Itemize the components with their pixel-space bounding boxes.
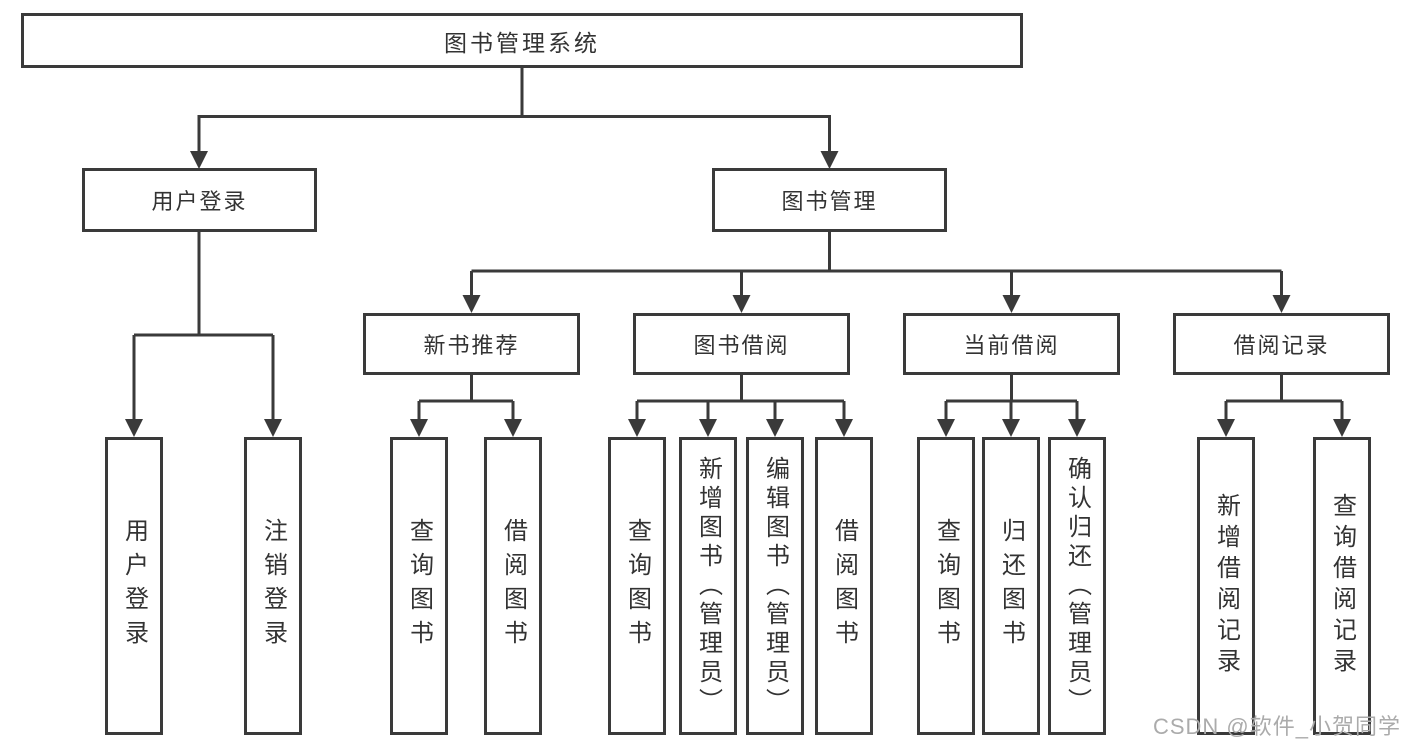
- node-current-borrow: 当前借阅: [903, 313, 1120, 375]
- leaf-recommend-query-books: 查询图书: [390, 437, 448, 735]
- leaf-borrow-books: 借阅图书: [815, 437, 873, 735]
- leaf-user-login: 用户登录: [105, 437, 163, 735]
- csdn-watermark: CSDN @软件_小贺同学: [1152, 714, 1401, 739]
- node-root-library-system: 图书管理系统: [21, 13, 1023, 68]
- leaf-add-books-admin: 新增图书（管理员）: [679, 437, 737, 735]
- node-user-login: 用户登录: [82, 168, 317, 232]
- leaf-add-borrow-record: 新增借阅记录: [1197, 437, 1255, 735]
- leaf-return-books: 归还图书: [982, 437, 1040, 735]
- node-borrow-records: 借阅记录: [1173, 313, 1390, 375]
- leaf-edit-books-admin: 编辑图书（管理员）: [746, 437, 804, 735]
- leaf-current-query-books: 查询图书: [917, 437, 975, 735]
- leaf-logout: 注销登录: [244, 437, 302, 735]
- connector-arrowheads: [125, 151, 1351, 437]
- leaf-recommend-borrow-books: 借阅图书: [484, 437, 542, 735]
- node-new-book-recommend: 新书推荐: [363, 313, 580, 375]
- node-book-management: 图书管理: [712, 168, 947, 232]
- leaf-query-borrow-record: 查询借阅记录: [1313, 437, 1371, 735]
- connector-lines: [132, 68, 1344, 420]
- leaf-borrow-query-books: 查询图书: [608, 437, 666, 735]
- leaf-confirm-return-admin: 确认归还（管理员）: [1048, 437, 1106, 735]
- node-book-borrow: 图书借阅: [633, 313, 850, 375]
